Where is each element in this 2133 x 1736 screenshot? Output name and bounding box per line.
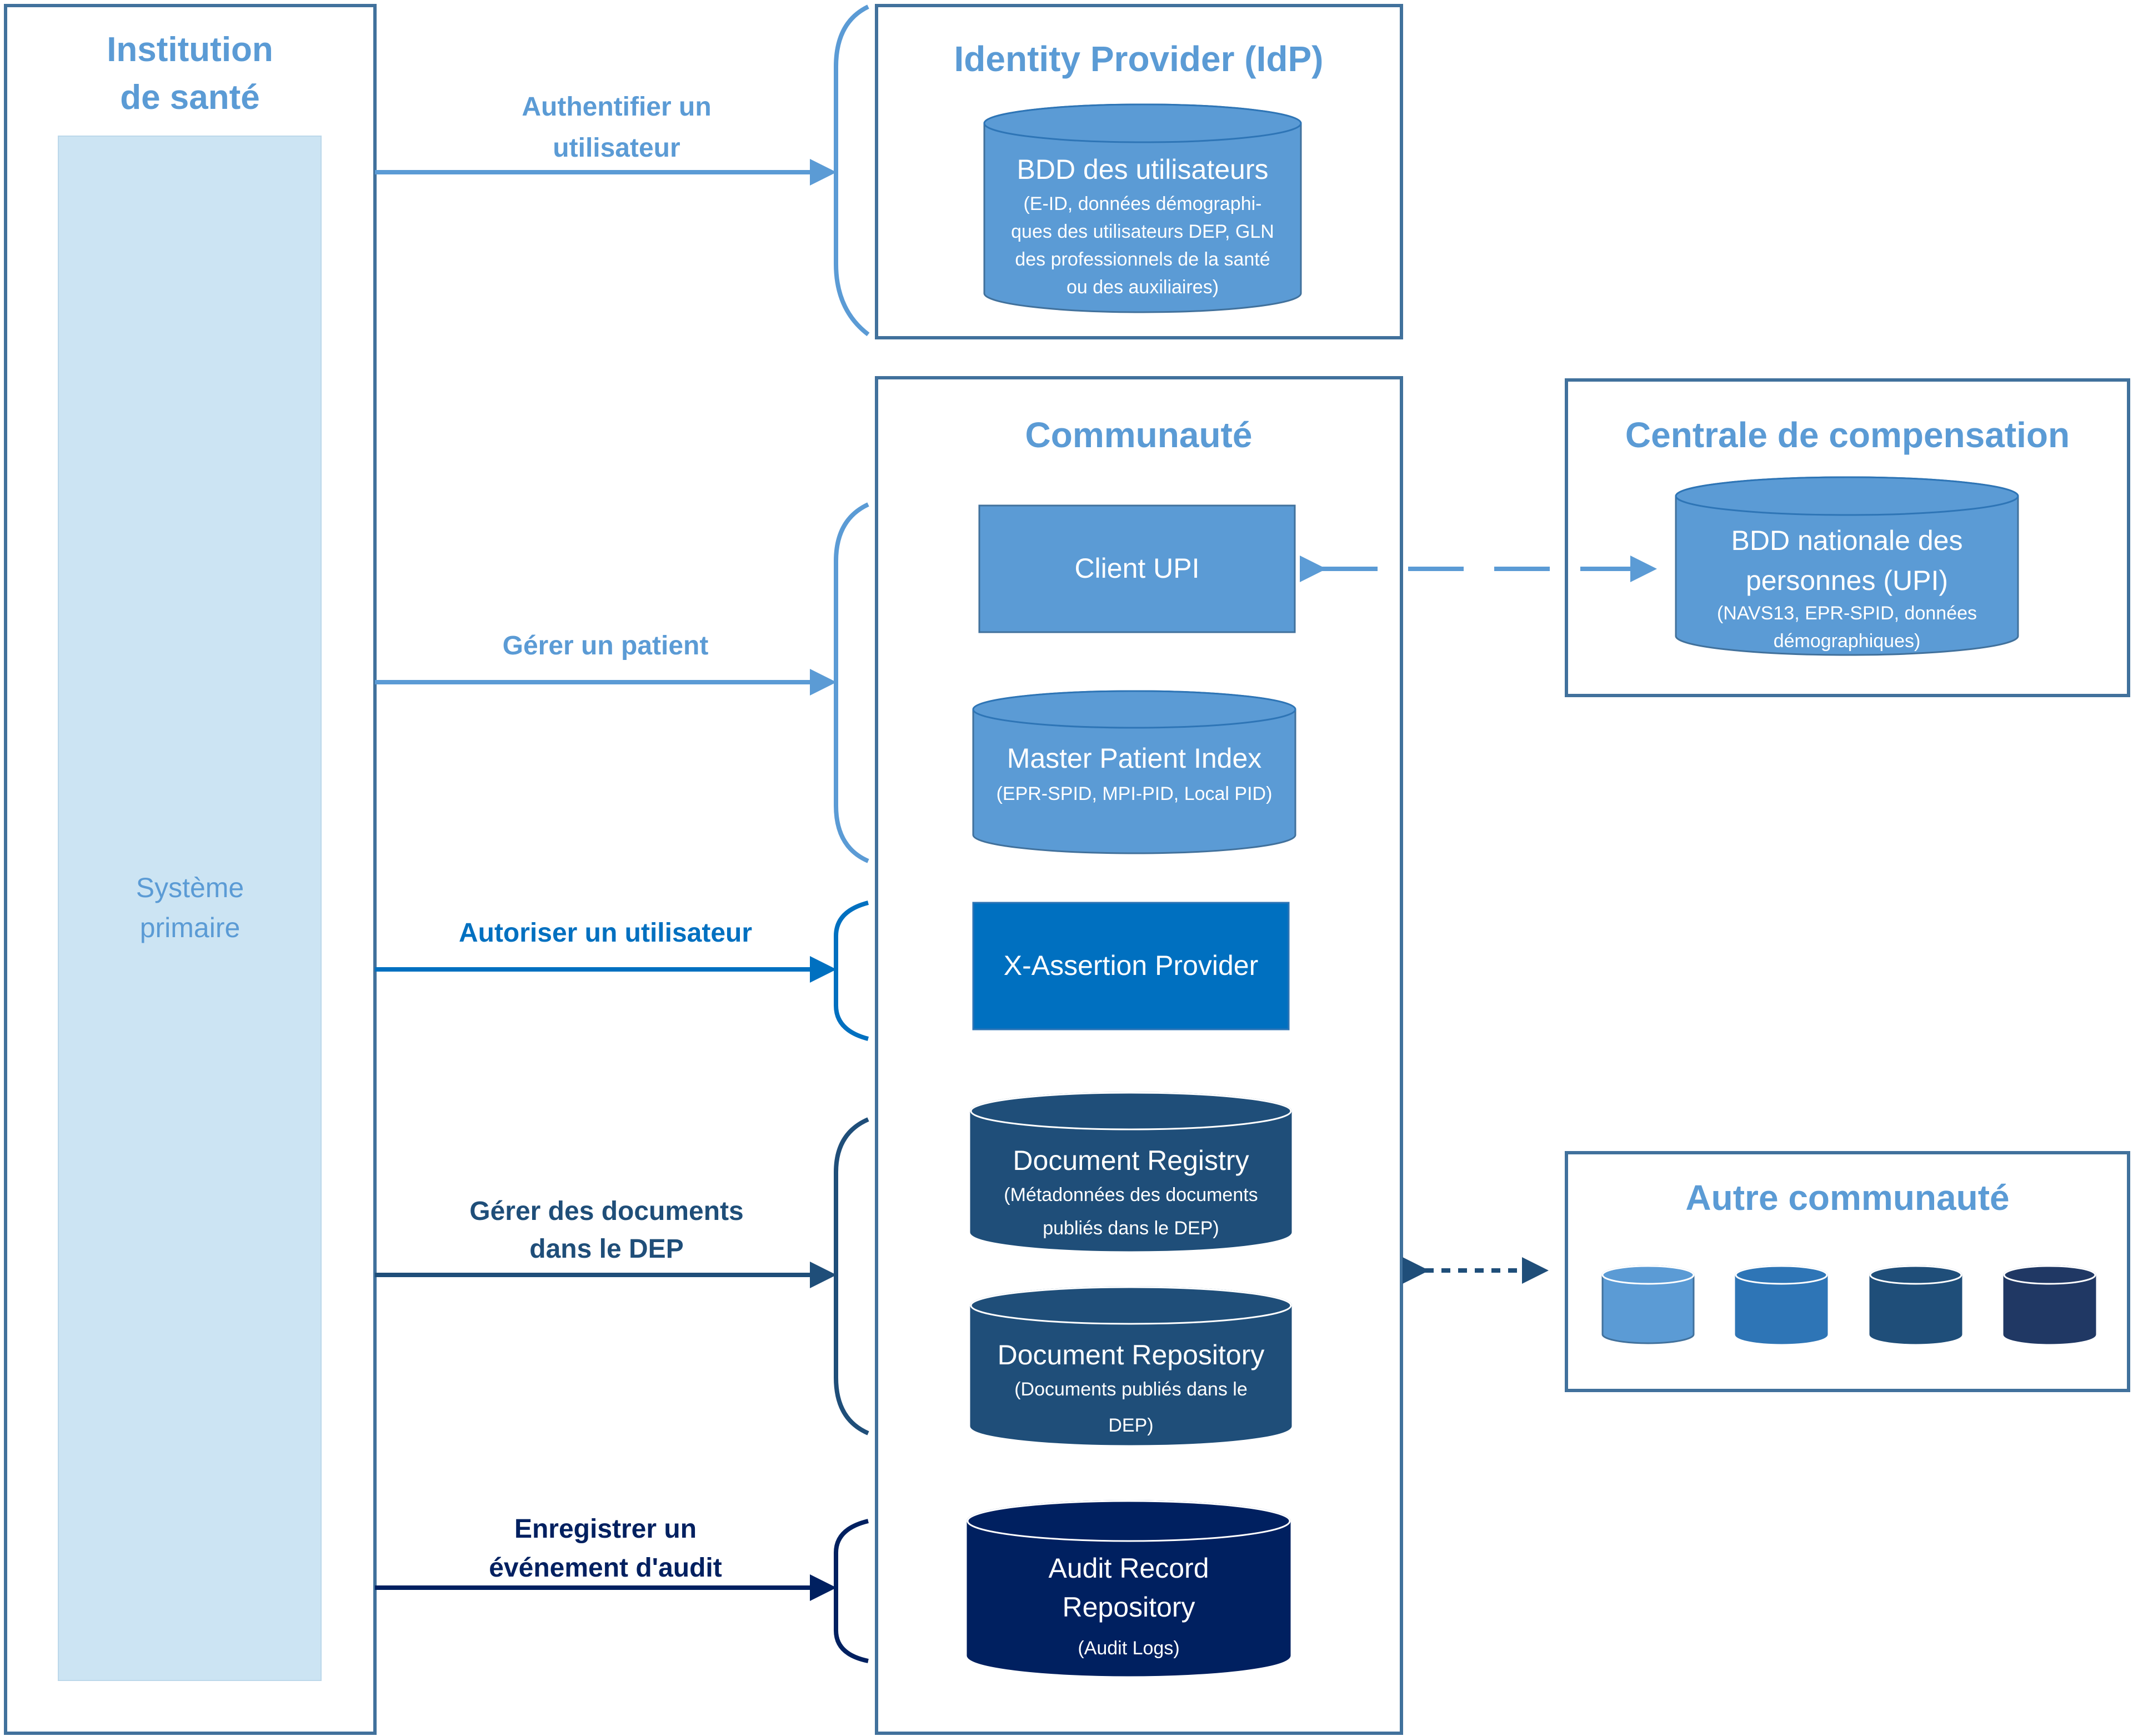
brace-authenticate xyxy=(834,4,870,337)
other-db-4 xyxy=(2003,1265,2096,1344)
authenticate-label-line2: utilisateur xyxy=(553,133,680,163)
transaction-manage-docs: Gérer des documents dans le DEP xyxy=(375,1197,837,1288)
institution-title-line1: Institution xyxy=(107,31,273,69)
central-title: Centrale de compensation xyxy=(1625,415,2070,455)
other-db-1 xyxy=(1601,1265,1695,1344)
users-database-detail-1: (E-ID, données démographi- xyxy=(1023,193,1261,214)
manage-docs-label-line1: Gérer des documents xyxy=(469,1197,744,1226)
audit-title-line1: Audit Record xyxy=(1048,1553,1209,1584)
audit-detail: (Audit Logs) xyxy=(1078,1638,1179,1659)
other-db-2 xyxy=(1735,1265,1828,1344)
master-patient-index-database: Master Patient Index (EPR-SPID, MPI-PID,… xyxy=(972,690,1296,854)
users-database-detail-2: ques des utilisateurs DEP, GLN xyxy=(1011,221,1274,242)
registry-detail-2: publiés dans le DEP) xyxy=(1043,1218,1219,1239)
community-panel: Communauté Client UPI Master Patient Ind… xyxy=(875,376,1403,1735)
idp-title: Identity Provider (IdP) xyxy=(954,39,1324,79)
document-registry-database: Document Registry (Métadonnées des docum… xyxy=(970,1092,1292,1252)
national-db-detail-1: (NAVS13, EPR-SPID, données xyxy=(1717,603,1977,624)
authenticate-label-line1: Authentifier un xyxy=(522,92,711,122)
transaction-manage-patient: Gérer un patient xyxy=(375,631,837,696)
repository-detail-1: (Documents publiés dans le xyxy=(1014,1379,1248,1400)
audit-label-line2: événement d'audit xyxy=(489,1553,722,1583)
registry-title: Document Registry xyxy=(1013,1145,1249,1176)
mpi-title: Master Patient Index xyxy=(1007,743,1262,774)
primary-system-label-line2: primaire xyxy=(140,912,241,943)
national-persons-database: BDD nationale des personnes (UPI) (NAVS1… xyxy=(1675,476,2019,656)
transaction-authenticate: Authentifier un utilisateur xyxy=(375,92,837,186)
audit-record-repository-database: Audit Record Repository (Audit Logs) xyxy=(967,1500,1291,1677)
other-db-3 xyxy=(1869,1265,1962,1344)
mpi-detail: (EPR-SPID, MPI-PID, Local PID) xyxy=(997,783,1273,804)
transaction-audit: Enregistrer un événement d'audit xyxy=(375,1514,837,1601)
audit-title-line2: Repository xyxy=(1063,1592,1195,1623)
primary-system-block xyxy=(58,136,322,1681)
repository-detail-2: DEP) xyxy=(1108,1415,1153,1436)
manage-docs-label-line2: dans le DEP xyxy=(529,1234,683,1264)
idp-panel: Identity Provider (IdP) BDD des utilisat… xyxy=(875,4,1403,339)
brace-manage-docs xyxy=(834,1117,869,1435)
central-panel: Centrale de compensation BDD nationale d… xyxy=(1565,378,2130,697)
brace-audit xyxy=(834,1519,869,1663)
client-upi-box: Client UPI xyxy=(978,504,1296,633)
institution-panel: Institution de santé Système primaire xyxy=(4,4,377,1735)
x-assertion-provider-box: X-Assertion Provider xyxy=(972,902,1290,1030)
repository-title: Document Repository xyxy=(998,1339,1265,1370)
manage-patient-label: Gérer un patient xyxy=(503,631,709,661)
national-db-detail-2: démographiques) xyxy=(1774,631,1921,652)
document-repository-database: Document Repository (Documents publiés d… xyxy=(970,1286,1292,1445)
users-database-detail-4: ou des auxiliaires) xyxy=(1066,277,1219,298)
authorize-label: Autoriser un utilisateur xyxy=(459,918,752,948)
client-upi-label: Client UPI xyxy=(1074,553,1199,584)
national-db-title-line2: personnes (UPI) xyxy=(1746,565,1948,596)
national-db-title-line1: BDD nationale des xyxy=(1731,525,1963,556)
audit-label-line1: Enregistrer un xyxy=(514,1514,697,1544)
brace-authorize xyxy=(834,900,869,1041)
institution-title-line2: de santé xyxy=(120,78,260,117)
brace-manage-patient xyxy=(834,502,869,863)
users-database-title: BDD des utilisateurs xyxy=(1017,154,1269,185)
community-title: Communauté xyxy=(1025,415,1253,455)
transaction-authorize: Autoriser un utilisateur xyxy=(375,918,837,983)
registry-detail-1: (Métadonnées des documents xyxy=(1004,1184,1258,1205)
x-assertion-label: X-Assertion Provider xyxy=(1004,950,1259,981)
other-community-panel: Autre communauté xyxy=(1565,1151,2130,1392)
other-community-title: Autre communauté xyxy=(1685,1178,2009,1218)
primary-system-label-line1: Système xyxy=(136,872,244,903)
users-database-detail-3: des professionnels de la santé xyxy=(1015,249,1270,270)
users-database: BDD des utilisateurs (E-ID, données démo… xyxy=(983,103,1302,313)
